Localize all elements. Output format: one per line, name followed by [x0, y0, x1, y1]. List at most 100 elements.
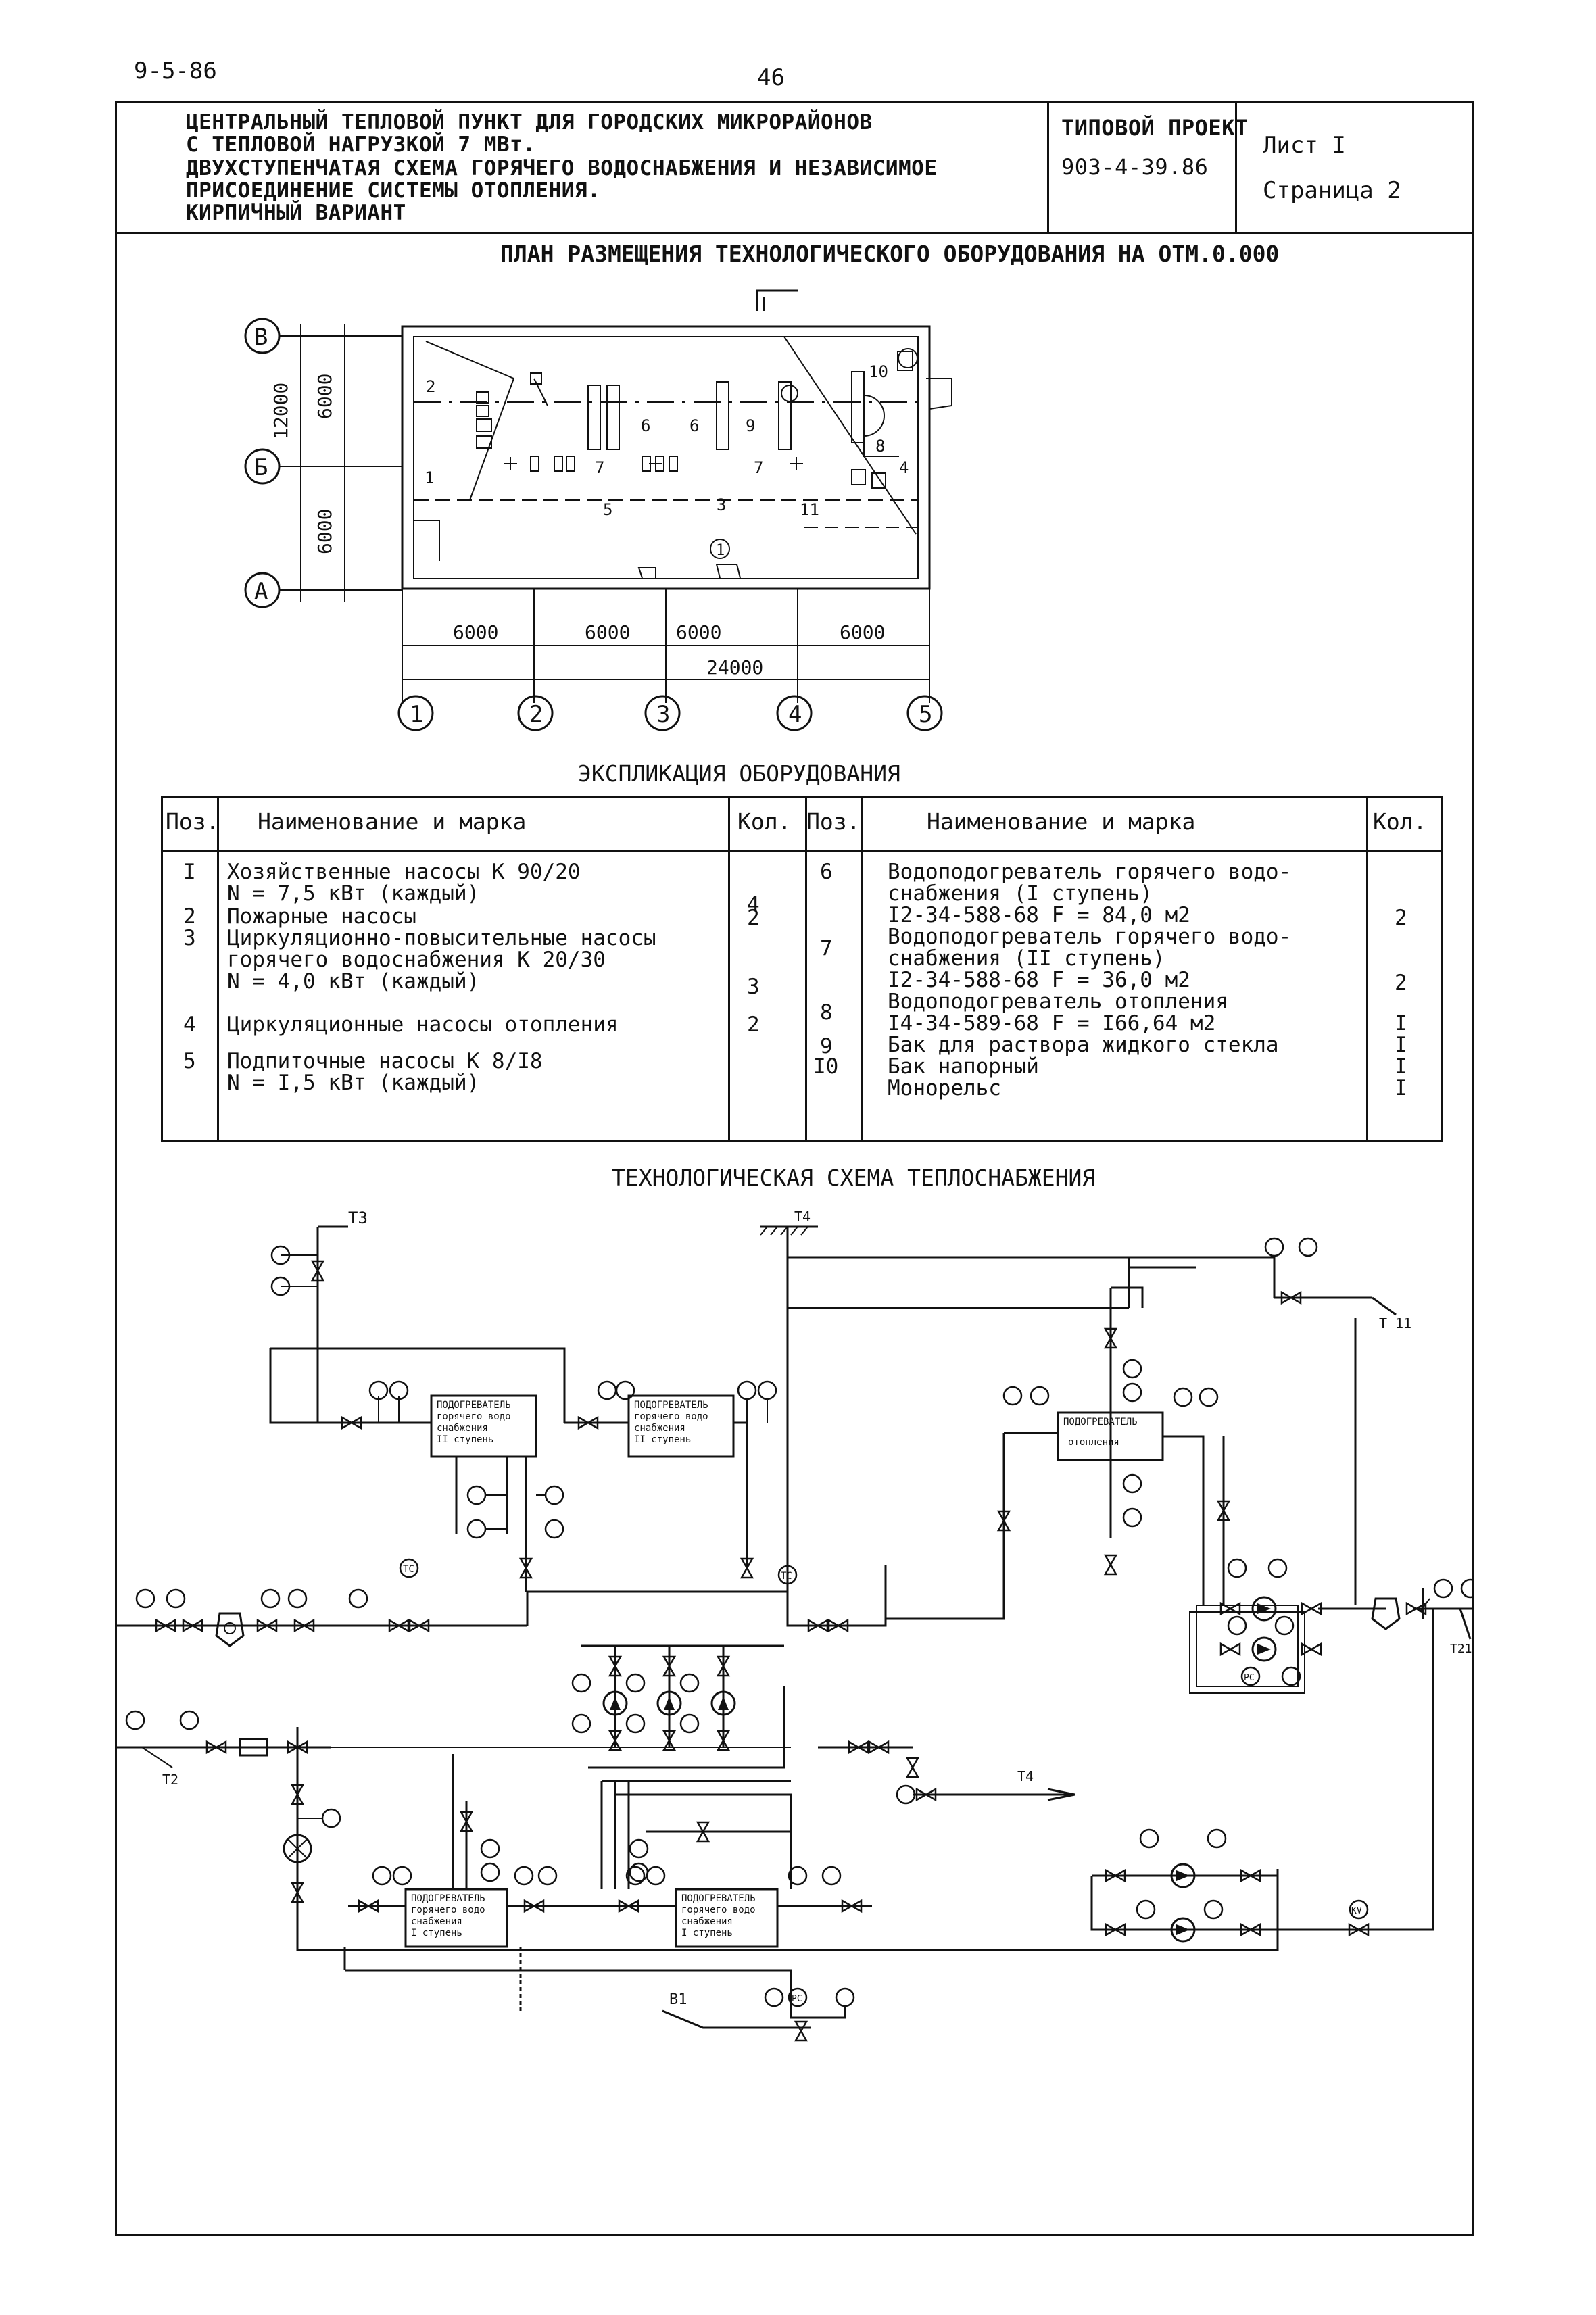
dim-col-4: 6000: [840, 621, 885, 643]
title-line-1: ЦЕНТРАЛЬНЫЙ ТЕПЛОВОЙ ПУНКТ ДЛЯ ГОРОДСКИХ…: [186, 110, 873, 135]
title-cell: ЦЕНТРАЛЬНЫЙ ТЕПЛОВОЙ ПУНКТ ДЛЯ ГОРОДСКИХ…: [115, 101, 1049, 232]
project-code: 903-4-39.86: [1061, 154, 1209, 180]
label-t11: T 11: [1379, 1315, 1411, 1332]
dim-col-2: 6000: [585, 621, 630, 643]
svg-text:4: 4: [899, 458, 909, 477]
svg-text:TC: TC: [781, 1571, 792, 1582]
page-label: Страница 2: [1263, 177, 1401, 204]
svg-text:А: А: [254, 578, 268, 605]
svg-text:Б: Б: [254, 454, 268, 481]
th-qty-right: Кол.: [1373, 808, 1427, 835]
col-axis-4: 4: [776, 695, 813, 731]
svg-text:8: 8: [875, 437, 885, 456]
svg-text:ПОДОГРЕВАТЕЛЬ: ПОДОГРЕВАТЕЛЬ: [1063, 1417, 1138, 1428]
sheet-cell: Лист I Страница 2: [1237, 101, 1474, 232]
project-label: ТИПОВОЙ ПРОЕКТ: [1061, 115, 1249, 141]
svg-text:1: 1: [425, 468, 434, 487]
svg-text:PC: PC: [792, 1994, 802, 2004]
th-name-left: Наименование и марка: [258, 808, 527, 835]
section-mark: [756, 289, 798, 311]
dim-col-3: 6000: [676, 621, 721, 643]
svg-text:2: 2: [529, 701, 543, 728]
label-t4: T4: [1017, 1768, 1034, 1784]
th-qty-left: Кол.: [737, 808, 792, 835]
equipment-plan: В Б А 12000 6000 6000 6000 6000 6000 600…: [244, 289, 952, 731]
svg-text:5: 5: [919, 701, 932, 728]
plan-callouts: 2 6 6 9 10 7 7 8 4 1 5 3 11: [425, 362, 909, 519]
building-outline: [401, 325, 931, 590]
svg-text:PC: PC: [1244, 1673, 1255, 1683]
svg-text:KV: KV: [1351, 1906, 1362, 1916]
svg-text:TC: TC: [403, 1564, 414, 1575]
svg-text:11: 11: [800, 500, 819, 519]
svg-text:II ступень: II ступень: [634, 1434, 691, 1445]
svg-text:снабжения: снабжения: [681, 1916, 733, 1927]
title-block: ЦЕНТРАЛЬНЫЙ ТЕПЛОВОЙ ПУНКТ ДЛЯ ГОРОДСКИХ…: [115, 101, 1474, 234]
title-line-3: ДВУХСТУПЕНЧАТАЯ СХЕМА ГОРЯЧЕГО ВОДОСНАБЖ…: [186, 156, 938, 180]
col-axis-2: 2: [517, 695, 554, 731]
page-code: 9-5-86: [134, 57, 217, 84]
label-b1: B1: [669, 1991, 687, 2008]
dim-col-1: 6000: [453, 621, 498, 643]
svg-text:II ступень: II ступень: [437, 1434, 493, 1445]
svg-text:горячего водо: горячего водо: [437, 1411, 511, 1422]
svg-text:2: 2: [426, 377, 435, 396]
svg-text:5: 5: [603, 500, 612, 519]
table-title: ЭКСПЛИКАЦИЯ ОБОРУДОВАНИЯ: [578, 760, 900, 787]
svg-text:В: В: [254, 324, 268, 351]
scheme-title: ТЕХНОЛОГИЧЕСКАЯ СХЕМА ТЕПЛОСНАБЖЕНИЯ: [612, 1165, 1096, 1191]
th-name-right: Наименование и марка: [927, 808, 1196, 835]
title-line-2: С ТЕПЛОВОЙ НАГРУЗКОЙ 7 МВт.: [186, 132, 536, 157]
svg-text:3: 3: [656, 701, 670, 728]
svg-text:горячего водо: горячего водо: [411, 1905, 485, 1916]
col-axis-1: 1: [397, 695, 434, 731]
equipment-table: Поз. Наименование и марка Кол. Поз. Наим…: [161, 796, 1443, 1142]
th-pos-left: Поз.: [166, 808, 220, 835]
label-t3: T3: [348, 1209, 368, 1227]
svg-text:1: 1: [410, 701, 423, 728]
svg-text:снабжения: снабжения: [634, 1423, 685, 1434]
svg-text:ПОДОГРЕВАТЕЛЬ: ПОДОГРЕВАТЕЛЬ: [634, 1400, 708, 1411]
dim-6000-bottom: 6000: [314, 509, 336, 554]
svg-text:10: 10: [869, 362, 888, 381]
row-axis-a: А: [244, 572, 281, 608]
svg-text:3: 3: [717, 495, 726, 514]
project-cell: ТИПОВОЙ ПРОЕКТ 903-4-39.86: [1049, 101, 1248, 232]
row-axis-v: В: [244, 318, 281, 354]
svg-text:1: 1: [716, 542, 725, 559]
sheet-label: Лист I: [1263, 132, 1346, 159]
svg-text:ПОДОГРЕВАТЕЛЬ: ПОДОГРЕВАТЕЛЬ: [681, 1893, 756, 1904]
svg-text:4: 4: [788, 701, 802, 728]
svg-text:7: 7: [754, 458, 763, 477]
svg-text:отопления: отопления: [1068, 1437, 1119, 1448]
svg-text:горячего водо: горячего водо: [634, 1411, 708, 1422]
drawing-frame: [115, 101, 1474, 2236]
dim-12000: 12000: [270, 383, 292, 439]
heater-hw2-right: [627, 1394, 735, 1458]
svg-text:I ступень: I ступень: [681, 1928, 733, 1939]
row-axis-b: Б: [244, 448, 281, 485]
svg-text:6: 6: [690, 416, 699, 435]
svg-text:7: 7: [595, 458, 604, 477]
plan-title: ПЛАН РАЗМЕЩЕНИЯ ТЕХНОЛОГИЧЕСКОГО ОБОРУДО…: [500, 241, 1280, 267]
svg-text:горячего водо: горячего водо: [681, 1905, 756, 1916]
heat-supply-scheme: T3 ПОДОГРЕВАТЕЛЬ горячего водо снабжения…: [115, 1209, 1474, 2042]
title-line-4: ПРИСОЕДИНЕНИЕ СИСТЕМЫ ОТОПЛЕНИЯ.: [186, 178, 601, 203]
col-axis-5: 5: [906, 695, 943, 731]
svg-text:снабжения: снабжения: [437, 1423, 488, 1434]
svg-text:ПОДОГРЕВАТЕЛЬ: ПОДОГРЕВАТЕЛЬ: [411, 1893, 485, 1904]
svg-text:6: 6: [641, 416, 650, 435]
th-pos-right: Поз.: [806, 808, 861, 835]
title-line-5: КИРПИЧНЫЙ ВАРИАНТ: [186, 201, 406, 225]
svg-text:9: 9: [746, 416, 755, 435]
svg-text:снабжения: снабжения: [411, 1916, 462, 1927]
svg-text:I ступень: I ступень: [411, 1928, 462, 1939]
svg-text:ПОДОГРЕВАТЕЛЬ: ПОДОГРЕВАТЕЛЬ: [437, 1400, 511, 1411]
dim-total: 24000: [706, 656, 763, 679]
label-t4-top: T4: [794, 1209, 811, 1225]
heater-hw2-left: [430, 1394, 537, 1458]
label-t2: T2: [162, 1772, 178, 1788]
heater-hw1-left: [404, 1888, 508, 1948]
col-axis-3: 3: [644, 695, 681, 731]
page-number: 46: [757, 64, 785, 91]
